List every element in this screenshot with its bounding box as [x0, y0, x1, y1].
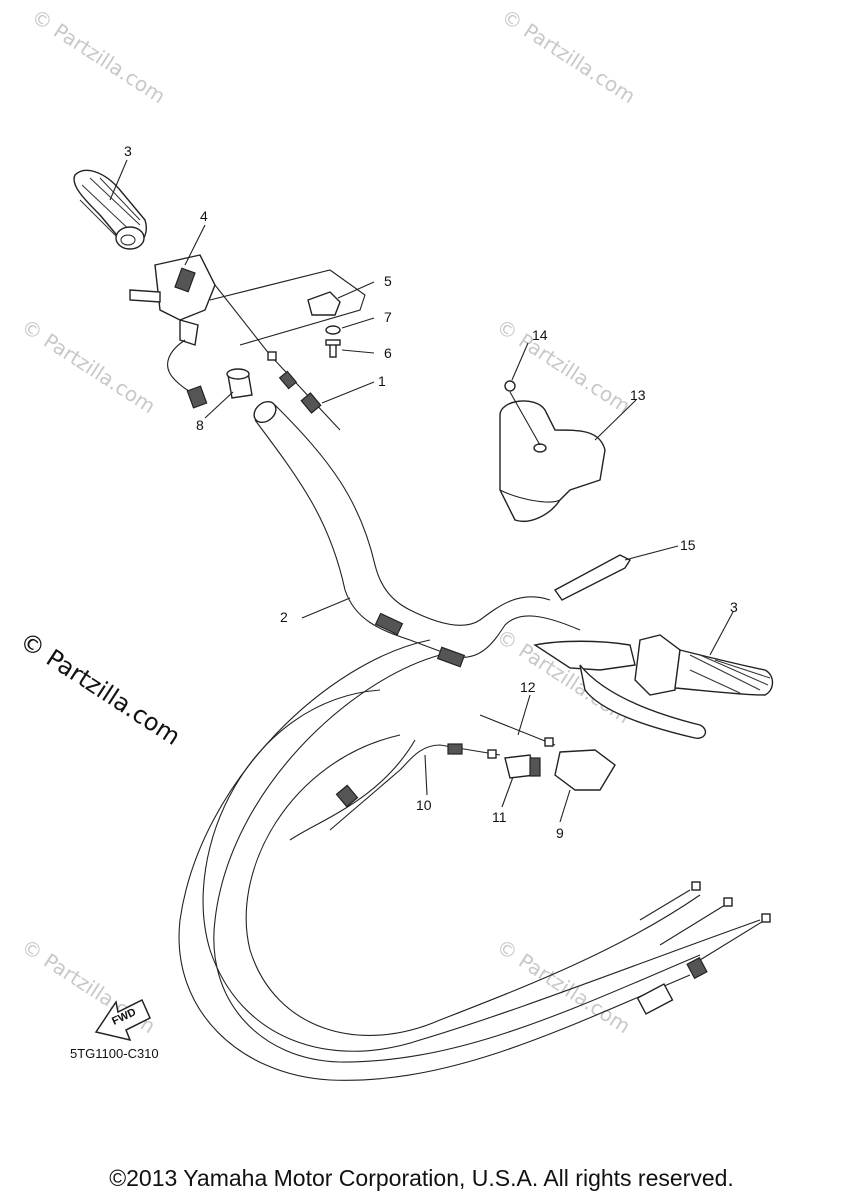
cable-1 — [267, 351, 341, 431]
band-15 — [553, 554, 632, 601]
plug-14 — [504, 380, 516, 392]
joint-11 — [504, 754, 541, 779]
watermark: © Partzilla.com — [497, 4, 640, 108]
callout-2: 2 — [280, 609, 288, 625]
fwd-arrow-icon: FWD — [94, 998, 151, 1042]
watermark: © Partzilla.com — [27, 4, 170, 108]
callout-8: 8 — [196, 417, 204, 433]
watermark: © Partzilla.com — [492, 934, 635, 1038]
handlebar-end — [253, 400, 277, 424]
handlebar — [253, 400, 581, 668]
callout-6: 6 — [384, 345, 392, 361]
watermark-main: © Partzilla.com — [15, 627, 186, 751]
switch-assembly — [129, 254, 271, 409]
watermark: © Partzilla.com — [492, 624, 635, 728]
copyright-notice: ©2013 Yamaha Motor Corporation, U.S.A. A… — [109, 1165, 734, 1191]
washer-7 — [325, 325, 341, 335]
callout-10: 10 — [416, 797, 432, 813]
cable-ends — [636, 881, 771, 1015]
callout-15: 15 — [680, 537, 696, 553]
left-grip — [73, 169, 147, 250]
right-grip — [533, 634, 774, 739]
handlebar-band — [374, 612, 404, 636]
watermark-layer: © Partzilla.com © Partzilla.com © Partzi… — [17, 4, 640, 1038]
screw-6 — [325, 339, 341, 358]
cable-10 — [329, 743, 501, 831]
callouts: 3 4 5 7 6 1 8 2 14 13 15 3 12 10 11 9 — [124, 143, 738, 841]
cable-12 — [479, 714, 556, 747]
callout-12: 12 — [520, 679, 536, 695]
callout-14: 14 — [532, 327, 548, 343]
housing-9 — [554, 749, 616, 791]
diagram-code: 5TG1100-C310 — [70, 1046, 159, 1061]
throttle-cable-run — [178, 639, 761, 1081]
leader-lines — [109, 159, 734, 823]
callout-3-right: 3 — [730, 599, 738, 615]
cover-13 — [499, 400, 606, 522]
callout-9: 9 — [556, 825, 564, 841]
callout-4: 4 — [200, 208, 208, 224]
handlebar-band — [436, 646, 466, 668]
callout-5: 5 — [384, 273, 392, 289]
collar-8 — [226, 368, 253, 399]
holder-5 — [307, 291, 341, 316]
callout-11: 11 — [492, 809, 507, 825]
callout-1: 1 — [378, 373, 386, 389]
callout-3: 3 — [124, 143, 132, 159]
watermark: © Partzilla.com — [17, 314, 160, 418]
callout-13: 13 — [630, 387, 646, 403]
holder-outline — [209, 269, 366, 346]
callout-7: 7 — [384, 309, 392, 325]
